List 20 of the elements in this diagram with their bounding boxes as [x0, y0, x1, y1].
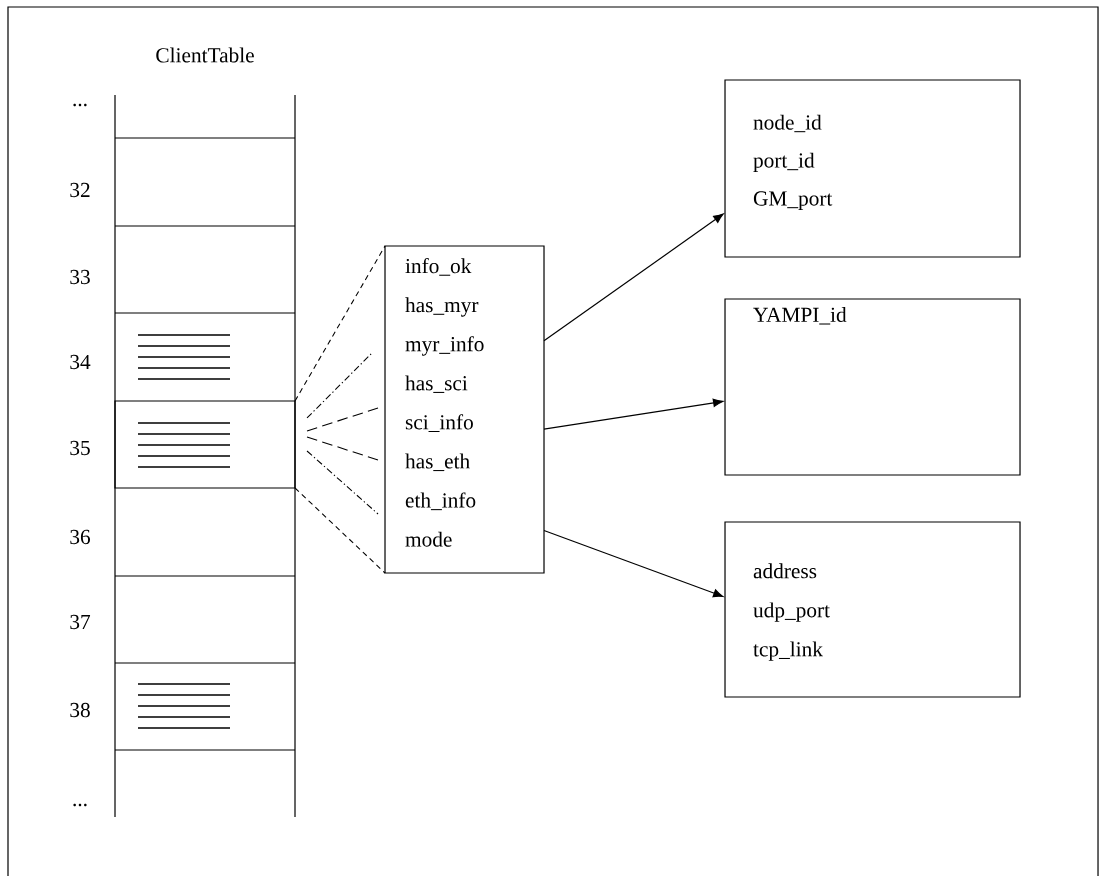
row-number: 32: [70, 182, 90, 198]
row-number: 38: [70, 702, 90, 718]
row-number: ...: [73, 803, 87, 807]
arrow: [543, 398, 724, 430]
field-box: YAMPI_id: [724, 298, 1021, 476]
table-row: [114, 400, 296, 489]
row-number: 36: [70, 529, 91, 545]
row-number: 37: [70, 614, 91, 630]
struct-box: info_ok has_myr myr_info has_sci sci_info has_eth eth_info mode: [384, 245, 545, 574]
arrow: [543, 529, 724, 598]
field-box: address udp_port tcp_link: [724, 521, 1021, 698]
row-number: 33: [70, 269, 90, 285]
table-title: ClientTable: [156, 47, 254, 63]
field-box: node_id port_id GM_port: [724, 79, 1021, 258]
connector-line: [294, 487, 386, 574]
row-number: 35: [70, 440, 90, 456]
connector-line: [294, 245, 386, 402]
arrow: [543, 213, 724, 342]
row-number: ...: [73, 103, 87, 107]
row-number: 34: [70, 354, 91, 370]
